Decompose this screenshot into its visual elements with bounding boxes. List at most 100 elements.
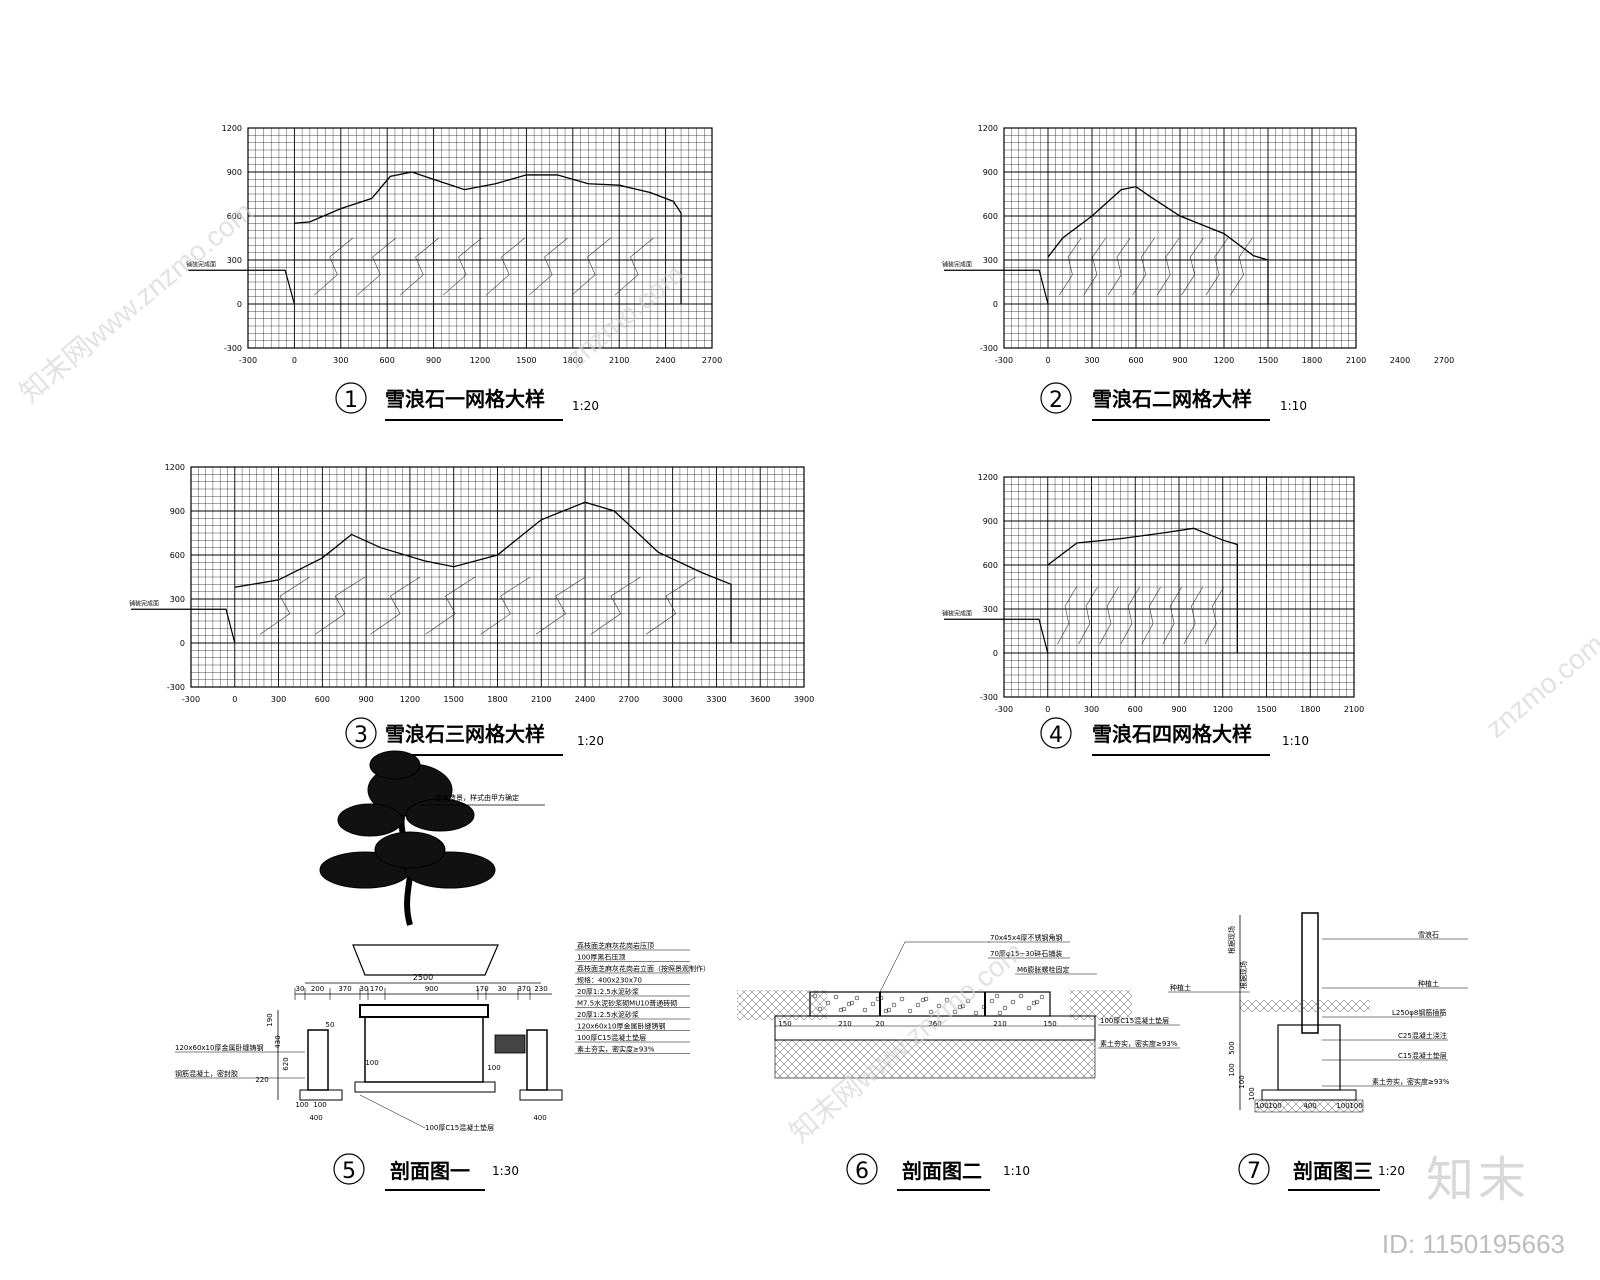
rock-texture-stroke (1058, 237, 1082, 296)
x-tick-label: -300 (995, 356, 1013, 365)
detail-number-circle (846, 1153, 878, 1185)
x-tick-label: 1200 (400, 695, 420, 704)
rock-texture-stroke (1132, 237, 1155, 296)
detail-scale: 1:10 (1003, 1164, 1030, 1178)
material-label: 120x60x10厚金属卧缝铸钢 (577, 1022, 665, 1031)
gravel-stone (883, 1008, 889, 1014)
detail-title: 雪浪石三网格大样 (385, 722, 545, 746)
rock-texture-stroke (1120, 586, 1140, 645)
y-tick-label: 1200 (222, 124, 242, 133)
rock-texture-stroke (528, 237, 568, 296)
detail-number-circle (1238, 1153, 1270, 1185)
dimension-text: 20 (876, 1020, 885, 1028)
x-tick-label: 1800 (1302, 356, 1322, 365)
gravel-stone (1018, 993, 1024, 999)
x-tick-label: 0 (1045, 356, 1050, 365)
rock-outline (234, 501, 732, 643)
y-tick-label: 0 (993, 649, 998, 658)
rock-outline (1047, 185, 1269, 304)
x-tick-label: 1500 (1256, 705, 1276, 714)
dimension-text: 200 (311, 985, 324, 993)
x-tick-label: 600 (1128, 356, 1143, 365)
concrete-base (1261, 1089, 1357, 1101)
dimension-text: 150 (1043, 1020, 1056, 1028)
gravel-stone (1034, 999, 1040, 1005)
leader-line (359, 1094, 426, 1129)
detail-number: 1 (344, 388, 358, 413)
soil-hatch (1240, 1000, 1370, 1012)
rock-texture-stroke (1156, 237, 1180, 296)
y-tick-label: 1200 (165, 463, 185, 472)
dimension-text: 430 (274, 1035, 282, 1048)
gravel-stone (862, 1007, 868, 1013)
rock-texture-stroke (356, 237, 396, 296)
detail-number-circle (345, 717, 377, 749)
x-tick-label: -300 (239, 356, 257, 365)
y-tick-label: 900 (227, 168, 242, 177)
soil-hatch (774, 1039, 1096, 1079)
material-label: 100厚C15混凝土垫层 (577, 1033, 646, 1042)
x-tick-label: 0 (232, 695, 237, 704)
tree-foliage (374, 831, 446, 869)
y-tick-label: 0 (993, 300, 998, 309)
x-tick-label: 2400 (655, 356, 675, 365)
gravel-stone (936, 1003, 942, 1009)
rock-texture-stroke (1181, 237, 1204, 296)
leader-line (879, 941, 990, 993)
x-tick-label: 0 (1045, 705, 1050, 714)
dimension-text: 400 (533, 1114, 546, 1122)
rock-texture-stroke (1204, 586, 1225, 645)
rock-texture-stroke (1162, 586, 1182, 645)
dimension-text: 100 (1268, 1102, 1281, 1110)
x-tick-label: 900 (359, 695, 374, 704)
rock-texture-stroke (399, 237, 439, 296)
y-tick-label: -300 (980, 344, 998, 353)
y-tick-label: 0 (237, 300, 242, 309)
material-label: 素土夯实，密实度≥93% (1372, 1077, 1450, 1086)
coping-stone (359, 1004, 489, 1018)
x-tick-label: 1200 (1214, 356, 1234, 365)
gravel-stone (838, 1007, 844, 1013)
x-tick-label: 2100 (1346, 356, 1366, 365)
material-label: 70x45x4厚不锈钢角钢 (990, 933, 1063, 942)
concrete-base (354, 1081, 496, 1093)
gravel-stone (886, 1007, 892, 1013)
detail-scale: 1:30 (492, 1164, 519, 1178)
ground-line (944, 269, 1049, 305)
dimension-text: 100 (365, 1059, 378, 1067)
x-tick-label: 2100 (1344, 705, 1364, 714)
rock-outline (294, 171, 682, 304)
ground-line (944, 618, 1049, 654)
dimension-text: 400 (309, 1114, 322, 1122)
x-tick-label: 1500 (444, 695, 464, 704)
y-tick-label: 900 (170, 507, 185, 516)
x-tick-label: 1800 (487, 695, 507, 704)
x-tick-label: 300 (1084, 356, 1099, 365)
detail-number-circle (1040, 382, 1072, 414)
ground-line (188, 269, 295, 305)
dimension-text: 370 (338, 985, 351, 993)
gravel-stone (920, 997, 926, 1003)
x-tick-label: 2700 (619, 695, 639, 704)
x-tick-label: 900 (1171, 705, 1186, 714)
material-label: 种植土 (1170, 983, 1191, 992)
right-curb (526, 1029, 548, 1091)
brand-logo: 知末 (1425, 1152, 1530, 1208)
rock-texture-stroke (1078, 586, 1098, 645)
dimension-text: 150 (778, 1020, 791, 1028)
x-tick-label: 1500 (516, 356, 536, 365)
gravel-stone (841, 1006, 847, 1012)
rock-texture-stroke (1107, 237, 1131, 296)
ground-label: 铺装完成面 (129, 599, 159, 607)
detail-scale: 1:20 (1378, 1164, 1405, 1178)
y-tick-label: 300 (983, 256, 998, 265)
dimension-text: 100 (1255, 1102, 1268, 1110)
x-tick-label: 600 (380, 356, 395, 365)
rock-texture-stroke (1141, 586, 1161, 645)
x-tick-label: 600 (315, 695, 330, 704)
material-label: 钢筋混凝土，密封胶 (175, 1069, 238, 1078)
